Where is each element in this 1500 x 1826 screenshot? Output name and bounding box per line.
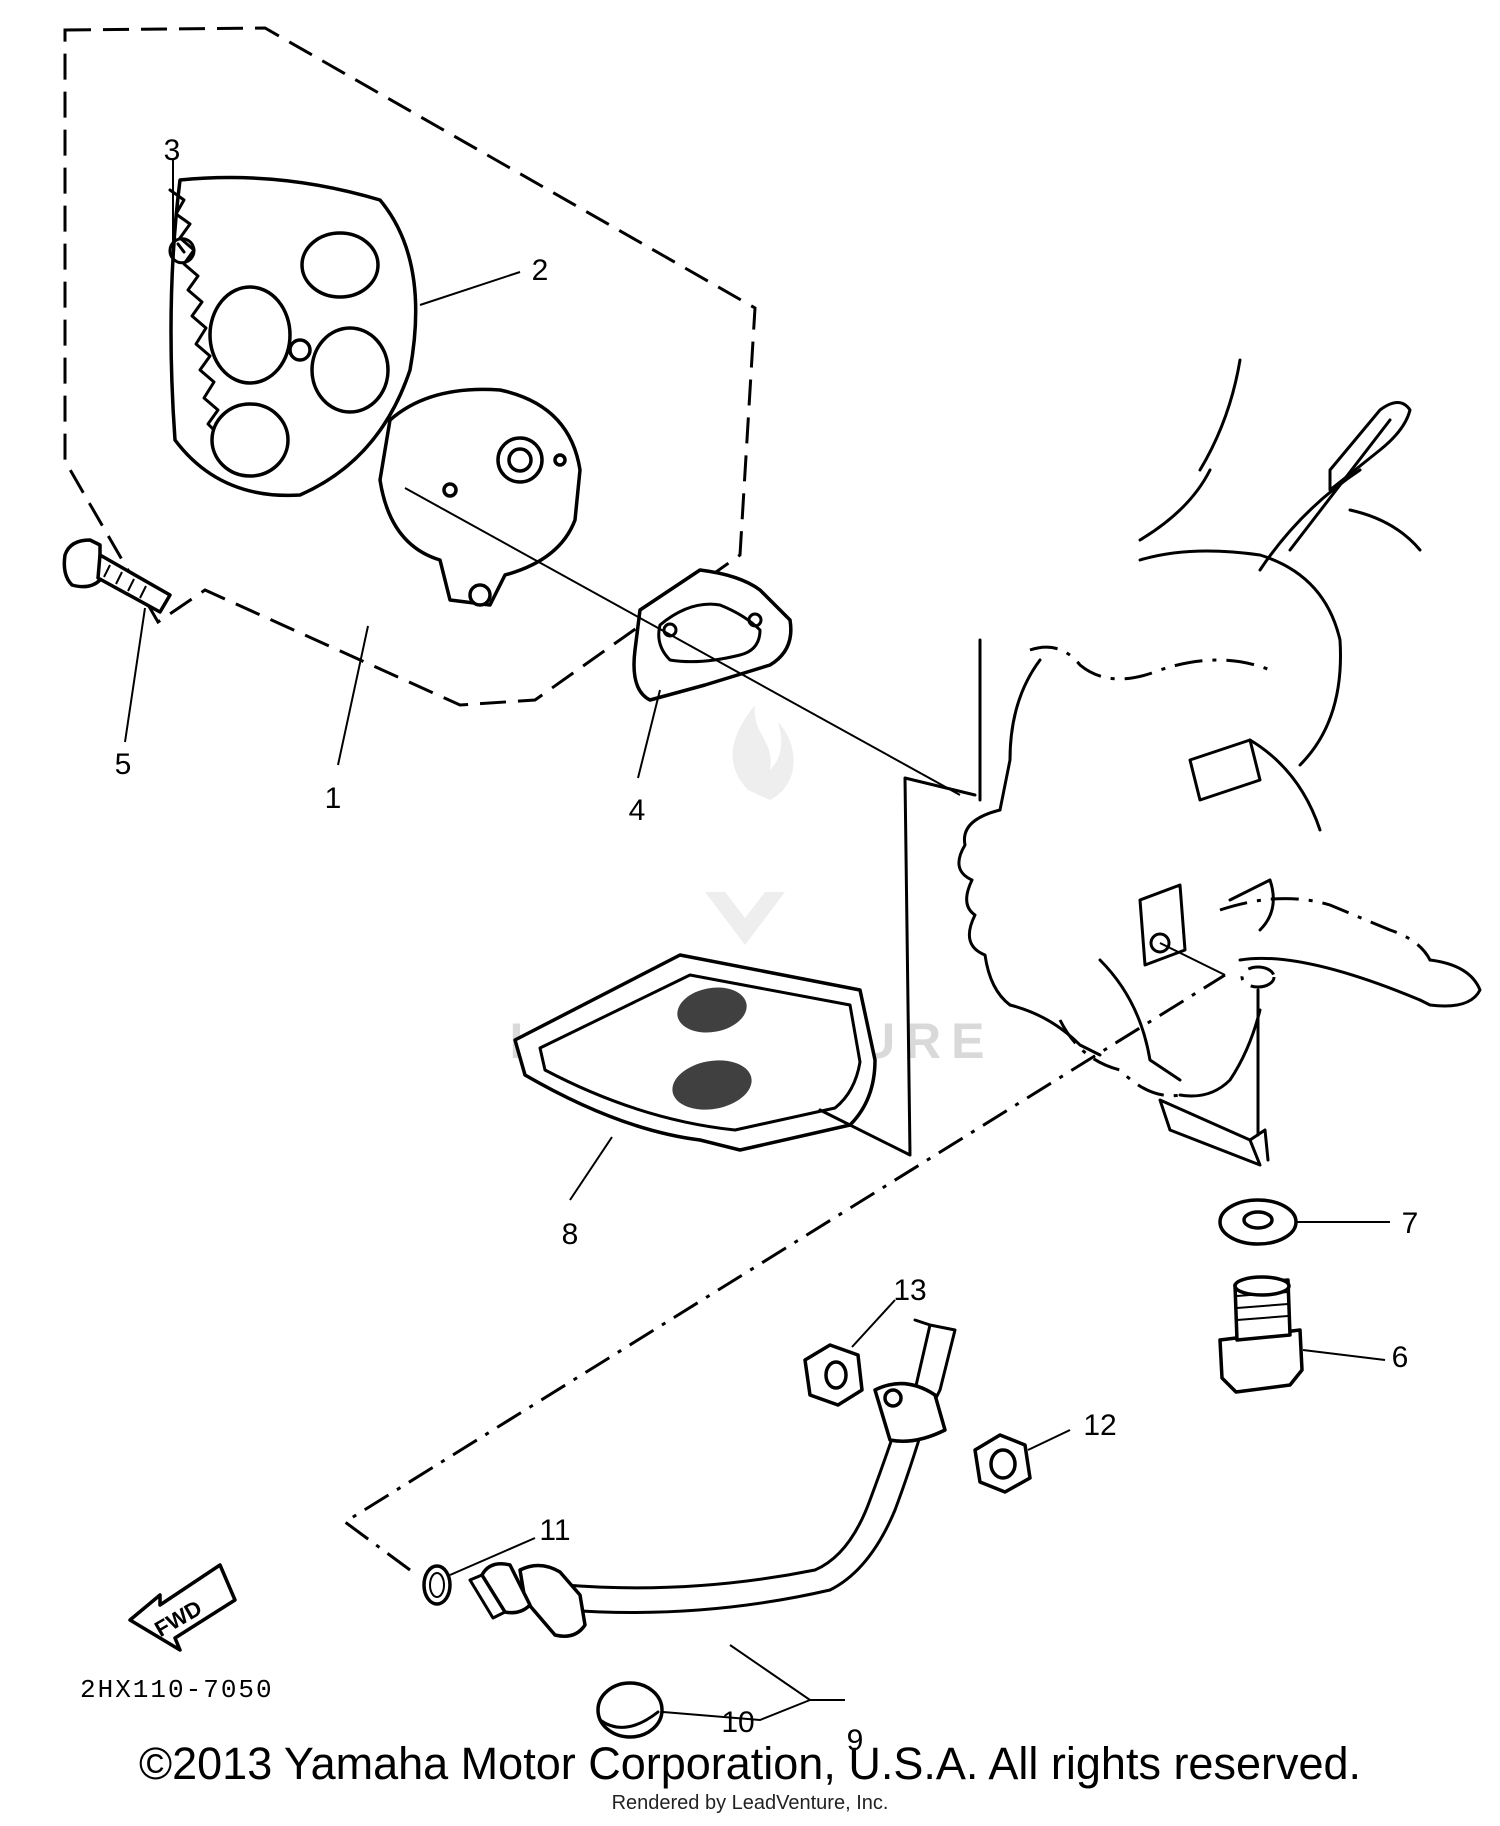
callout-5: 5 xyxy=(115,748,132,781)
callout-10: 10 xyxy=(721,1706,754,1739)
axis-line-pipe xyxy=(1159,942,1226,976)
callout-1: 1 xyxy=(325,782,342,815)
callout-13: 13 xyxy=(893,1274,926,1307)
part-6-drain-plug xyxy=(1218,1275,1304,1394)
leader-lines xyxy=(124,160,1390,1722)
callout-11: 11 xyxy=(539,1514,570,1547)
part-10-cap xyxy=(596,1681,664,1739)
callout-4: 4 xyxy=(629,794,646,827)
callout-6: 6 xyxy=(1392,1341,1409,1374)
part-11-o-ring xyxy=(422,1564,452,1606)
crankcase xyxy=(957,358,1482,1167)
forward-direction-arrow: FWD xyxy=(128,1563,237,1652)
part-13-nut xyxy=(803,1343,864,1407)
axis-line-pump xyxy=(404,487,961,796)
assembly-boundary xyxy=(63,26,757,707)
part-9-oil-pipe xyxy=(468,1318,957,1638)
part-7-washer xyxy=(1218,1198,1298,1246)
part-2-gear xyxy=(168,175,418,498)
oil-pump-body xyxy=(378,387,582,607)
callout-8: 8 xyxy=(562,1218,579,1251)
part-5-bolt xyxy=(62,538,172,614)
diagram-code: 2HX110-7050 xyxy=(80,1675,274,1705)
callout-numbers: 3 2 5 1 4 8 7 6 13 12 11 9 10 xyxy=(115,134,1419,1757)
callout-2: 2 xyxy=(532,254,549,287)
rendered-by-credit: Rendered by LeadVenture, Inc. xyxy=(611,1792,889,1814)
pipe-reference-line xyxy=(342,973,1226,1572)
part-3-circlip xyxy=(168,237,196,265)
copyright-notice: ©2013 Yamaha Motor Corporation, U.S.A. A… xyxy=(138,1738,1362,1789)
callout-9: 9 xyxy=(847,1724,864,1757)
callout-3: 3 xyxy=(164,134,181,167)
callout-12: 12 xyxy=(1083,1409,1116,1442)
part-8-oil-strainer xyxy=(513,953,877,1152)
part-4-gasket xyxy=(632,568,793,702)
callout-7: 7 xyxy=(1402,1207,1419,1240)
part-12-nut xyxy=(973,1433,1032,1494)
